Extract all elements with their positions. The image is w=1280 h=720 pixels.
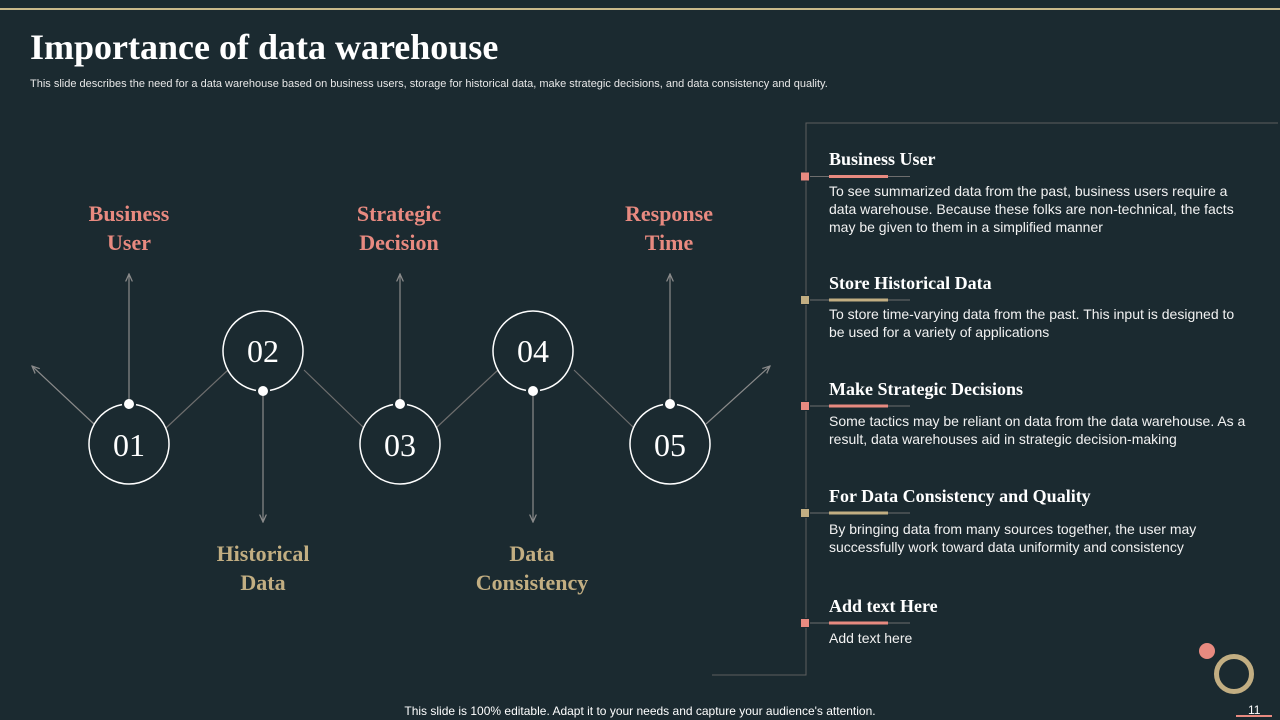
page-number: 11	[1248, 703, 1261, 717]
step-label-historical-data: Historical Data	[163, 539, 363, 597]
step-label-line: Time	[644, 230, 694, 255]
step-label-line: Response	[624, 201, 713, 226]
panel-item-desc: To store time-varying data from the past…	[829, 306, 1235, 340]
panel-item-desc: By bringing data from many sources toget…	[829, 521, 1197, 555]
connector-02-03	[303, 369, 365, 429]
connector-03-04	[435, 369, 499, 429]
ornament-dot	[1199, 643, 1215, 659]
panel-item-title: Business User	[829, 149, 936, 169]
page-title: Importance of data warehouse	[30, 27, 499, 67]
step-label-line: Consistency	[475, 570, 589, 595]
step-label-response-time: Response Time	[569, 199, 769, 257]
node-dot-02	[258, 386, 268, 396]
step-number-05: 05	[654, 427, 686, 463]
step-label-line: Decision	[359, 230, 439, 255]
step-label-strategic-decision: Strategic Decision	[299, 199, 499, 257]
circle-02	[222, 310, 304, 392]
arrow-left-out	[32, 366, 95, 425]
step-label-line: User	[107, 230, 151, 255]
node-dot-05	[665, 399, 675, 409]
step-label-data-consistency: Data Consistency	[432, 539, 632, 597]
panel-marker-5	[800, 618, 910, 628]
circle-03	[359, 403, 441, 485]
step-label-line: Historical	[216, 541, 310, 566]
step-number-04: 04	[517, 333, 549, 369]
node-dot-03	[395, 399, 405, 409]
page-subtitle: This slide describes the need for a data…	[30, 78, 828, 90]
step-number-01: 01	[113, 427, 145, 463]
panel-item-title: Store Historical Data	[829, 273, 992, 293]
panel-item-desc: To see summarized data from the past, bu…	[829, 183, 1234, 235]
panel-item-title: Add text Here	[829, 596, 938, 616]
circle-05	[629, 403, 711, 485]
step-label-line: Business	[88, 201, 170, 226]
step-number-03: 03	[384, 427, 416, 463]
footer-note: This slide is 100% editable. Adapt it to…	[404, 704, 876, 718]
node-dot-01	[124, 399, 134, 409]
arrow-right-out	[705, 366, 770, 425]
step-label-line: Strategic	[356, 201, 442, 226]
step-label-business-user: Business User	[29, 199, 229, 257]
circle-04	[492, 310, 574, 392]
step-label-line: Data	[240, 570, 286, 595]
panel-item-title: Make Strategic Decisions	[829, 379, 1023, 399]
panel-item-title: For Data Consistency and Quality	[829, 486, 1091, 506]
panel-marker-1	[800, 171, 910, 182]
panel-bracket	[712, 122, 1278, 676]
top-rule	[0, 8, 1280, 10]
node-dot-04	[528, 386, 538, 396]
ornament-ring	[1214, 654, 1254, 694]
step-label-line: Data	[509, 541, 555, 566]
circle-01	[88, 403, 170, 485]
panel-marker-3	[800, 401, 910, 411]
connector-04-05	[573, 369, 635, 429]
panel-marker-4	[800, 508, 910, 518]
connector-01-02	[165, 369, 229, 429]
step-number-02: 02	[247, 333, 279, 369]
panel-item-desc: Add text here	[829, 630, 913, 646]
panel-marker-2	[800, 295, 910, 305]
panel-item-desc: Some tactics may be reliant on data from…	[829, 413, 1246, 447]
